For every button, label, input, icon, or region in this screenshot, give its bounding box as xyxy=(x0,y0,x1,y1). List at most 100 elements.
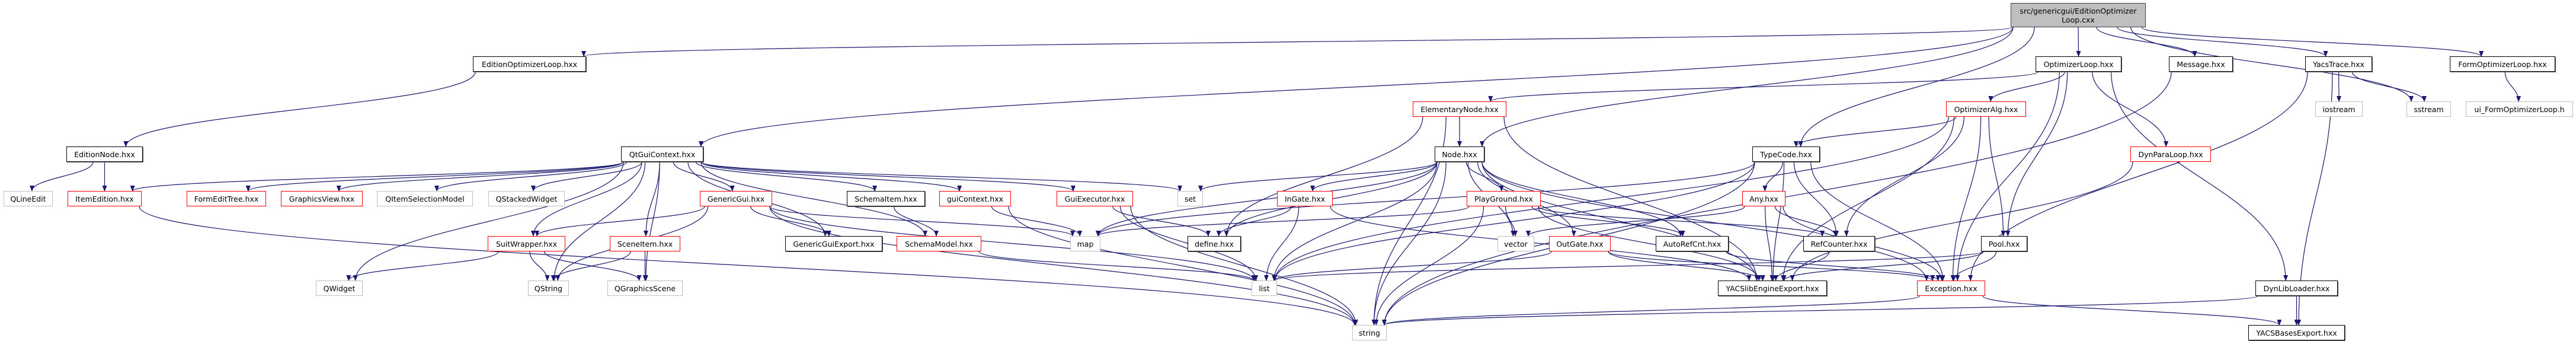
node-eol[interactable]: EditionOptimizerLoop.hxx xyxy=(473,56,586,72)
edge-yacstrace-to-sstream xyxy=(2351,71,2427,102)
node-label: ItemEdition.hxx xyxy=(75,194,134,203)
node-label: Node.hxx xyxy=(1442,149,1477,159)
node-genericgui[interactable]: GenericGui.hxx xyxy=(700,191,772,206)
node-formopt[interactable]: FormOptimizerLoop.hxx xyxy=(2450,56,2555,72)
edge-guiexec-to-define xyxy=(1112,206,1211,237)
node-guicontext[interactable]: guiContext.hxx xyxy=(939,191,1011,206)
node-outgate[interactable]: OutGate.hxx xyxy=(1549,236,1611,251)
edge-sceneitem-to-qstring xyxy=(551,251,631,281)
node-message[interactable]: Message.hxx xyxy=(2169,56,2233,72)
node-playground[interactable]: PlayGround.hxx xyxy=(1467,191,1541,206)
edge-optloop-to-exception xyxy=(1955,71,2060,281)
node-root[interactable]: src/genericgui/EditionOptimizer Loop.cxx xyxy=(2011,3,2146,27)
node-label: SuitWrapper.hxx xyxy=(495,239,558,248)
node-label: GenericGuiExport.hxx xyxy=(793,239,875,248)
node-refcounter[interactable]: RefCounter.hxx xyxy=(1803,236,1875,251)
node-sstream[interactable]: sstream xyxy=(2407,101,2451,117)
node-label: QItemSelectionModel xyxy=(385,194,465,203)
node-label: GenericGui.hxx xyxy=(707,194,765,203)
edge-typecode-to-any xyxy=(1762,161,1783,192)
node-string[interactable]: string xyxy=(1352,325,1387,340)
node-label: define.hxx xyxy=(1195,239,1234,248)
node-yacslibexport[interactable]: YACSlibEngineExport.hxx xyxy=(1718,281,1827,296)
node-label: QStackedWidget xyxy=(495,194,558,203)
node-yacstrace[interactable]: YacsTrace.hxx xyxy=(2305,56,2372,72)
node-guiexec[interactable]: GuiExecutor.hxx xyxy=(1057,191,1133,206)
node-exception[interactable]: Exception.hxx xyxy=(1917,281,1985,296)
edge-qtgui-to-itemedition xyxy=(130,161,624,192)
node-label: QGraphicsScene xyxy=(614,283,676,293)
node-map[interactable]: map xyxy=(1070,236,1100,251)
node-label: Exception.hxx xyxy=(1925,283,1977,293)
node-qitemsel[interactable]: QItemSelectionModel xyxy=(377,191,473,206)
edge-exception-to-yacsbasesexport xyxy=(1982,295,2282,326)
edge-root-to-qtgui xyxy=(699,27,2014,147)
node-label: GraphicsView.hxx xyxy=(289,194,355,203)
edge-playground-to-vector xyxy=(1505,206,1518,237)
node-ingate[interactable]: InGate.hxx xyxy=(1277,191,1333,206)
edge-qtgui-to-schemaitem xyxy=(695,161,878,192)
node-yacsbasesexport[interactable]: YACSBasesExport.hxx xyxy=(2248,325,2345,340)
node-elemnode[interactable]: ElementaryNode.hxx xyxy=(1413,101,1506,117)
edge-node-to-list xyxy=(1272,161,1438,281)
node-label: YacsTrace.hxx xyxy=(2313,59,2364,69)
node-label: AutoRefCnt.hxx xyxy=(1663,239,1721,248)
edge-typecode-to-refcounter xyxy=(1793,161,1839,237)
edge-guicontext-to-map xyxy=(991,206,1083,237)
node-list[interactable]: list xyxy=(1252,281,1277,296)
node-label: FormOptimizerLoop.hxx xyxy=(2458,59,2547,69)
node-qlineedit[interactable]: QLineEdit xyxy=(4,191,53,206)
node-any[interactable]: Any.hxx xyxy=(1742,191,1785,206)
node-qstring[interactable]: QString xyxy=(528,281,569,296)
node-define[interactable]: define.hxx xyxy=(1188,236,1241,251)
node-editionnode[interactable]: EditionNode.hxx xyxy=(66,146,143,162)
node-uiform[interactable]: ui_FormOptimizerLoop.h xyxy=(2466,101,2573,117)
node-vector[interactable]: vector xyxy=(1497,236,1534,251)
node-optalg[interactable]: OptimizerAlg.hxx xyxy=(1946,101,2026,117)
node-dynpara[interactable]: DynParaLoop.hxx xyxy=(2130,146,2211,162)
node-label: guiContext.hxx xyxy=(947,194,1003,203)
node-qgraphicsscene[interactable]: QGraphicsScene xyxy=(607,281,683,296)
node-genguiexport[interactable]: GenericGuiExport.hxx xyxy=(785,236,882,251)
edge-optloop-to-dynlibloader xyxy=(2111,71,2289,281)
node-iostream[interactable]: iostream xyxy=(2315,101,2363,117)
edge-itemedition-to-string xyxy=(139,206,1357,326)
edge-exception-to-string xyxy=(1382,295,1920,326)
node-qwidget[interactable]: QWidget xyxy=(316,281,363,296)
node-formedittree[interactable]: FormEditTree.hxx xyxy=(187,191,266,206)
node-graphicsview[interactable]: GraphicsView.hxx xyxy=(281,191,363,206)
node-label: set xyxy=(1184,194,1196,203)
edge-root-to-typecode xyxy=(1798,27,2035,147)
node-autorefcnt[interactable]: AutoRefCnt.hxx xyxy=(1656,236,1729,251)
node-schemamodel[interactable]: SchemaModel.hxx xyxy=(897,236,981,251)
node-dynlibloader[interactable]: DynLibLoader.hxx xyxy=(2255,281,2338,296)
node-label: iostream xyxy=(2322,104,2356,114)
node-qstacked[interactable]: QStackedWidget xyxy=(488,191,565,206)
node-label: RefCounter.hxx xyxy=(1810,239,1868,248)
node-node[interactable]: Node.hxx xyxy=(1435,146,1484,162)
edge-optalg-to-yacslibexport xyxy=(1781,116,1955,281)
node-schemaitem[interactable]: SchemaItem.hxx xyxy=(847,191,925,206)
edge-outgate-to-exception xyxy=(1608,251,1935,281)
edge-refcounter-to-yacslibexport xyxy=(1773,251,1830,281)
node-sceneitem[interactable]: SceneItem.hxx xyxy=(610,236,680,251)
node-itemedition[interactable]: ItemEdition.hxx xyxy=(68,191,142,206)
edge-outgate-to-yacslibexport xyxy=(1608,251,1765,281)
edge-playground-to-string xyxy=(1374,206,1484,326)
node-label: sstream xyxy=(2414,104,2444,114)
edge-qtgui-to-qstacked xyxy=(531,161,642,192)
edge-qtgui-to-qstring xyxy=(552,161,646,281)
node-set[interactable]: set xyxy=(1177,191,1203,206)
node-pool[interactable]: Pool.hxx xyxy=(1981,236,2027,251)
node-typecode[interactable]: TypeCode.hxx xyxy=(1752,146,1820,162)
node-qtgui[interactable]: QtGuiContext.hxx xyxy=(621,146,703,162)
edge-qtgui-to-guicontext xyxy=(700,161,962,192)
edge-optalg-to-list xyxy=(1272,116,1949,281)
node-optloop[interactable]: OptimizerLoop.hxx xyxy=(2036,56,2121,72)
edge-ingate-to-yacslibexport xyxy=(1330,206,1752,281)
edge-any-to-yacslibexport xyxy=(1765,206,1775,281)
node-suitwrapper[interactable]: SuitWrapper.hxx xyxy=(488,236,565,251)
edge-guiexec-to-string xyxy=(1130,206,1358,326)
node-label: list xyxy=(1259,283,1270,293)
